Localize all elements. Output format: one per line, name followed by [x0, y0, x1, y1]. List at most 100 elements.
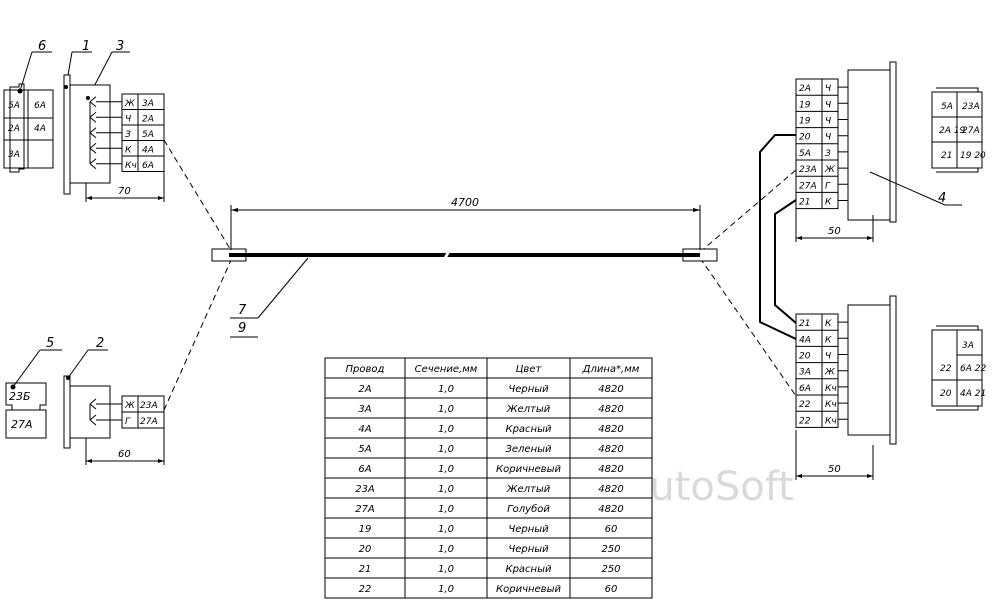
table-cell: Голубой: [507, 503, 550, 515]
block_right_top-wire: 20: [799, 133, 811, 143]
callout-3: 3: [116, 39, 124, 54]
plug5-27A: 27А: [11, 418, 33, 431]
block_right_top-color: Ч: [825, 100, 831, 110]
socket-rb-22: 22: [940, 364, 952, 374]
block_right_top-color: Ч: [825, 117, 831, 127]
socket-rt-23A: 23А: [962, 102, 980, 112]
block3-wire: 6А: [142, 161, 154, 171]
block2-color: Г: [125, 417, 131, 427]
table-cell: 22: [359, 584, 372, 595]
block_right_top-wire: 5А: [799, 149, 811, 159]
table-cell: Зеленый: [505, 444, 552, 455]
block_right_bottom-wire: 22: [799, 400, 811, 410]
socket-rt-2A19: 2А 19: [939, 126, 965, 136]
callout-1: 1: [82, 39, 90, 54]
table-cell: 250: [601, 564, 620, 575]
table-header: Длина*,мм: [582, 364, 640, 375]
block_right_top-wire: 19: [799, 117, 811, 127]
block3-wire: 2А: [142, 114, 154, 124]
table-cell: 27А: [355, 504, 375, 515]
table-header: Сечение,мм: [415, 364, 478, 375]
table-header: Цвет: [516, 364, 543, 375]
block_right_top-color: Ж: [824, 165, 835, 175]
terminal-mark: [89, 96, 97, 108]
block_right_bottom-wire: 3А: [799, 368, 811, 378]
table-cell: Черный: [508, 524, 549, 535]
socket-right-top: 5А 23А 2А 19 27А 21 19 20: [931, 87, 986, 173]
block_right_bottom-wire: 6А: [799, 384, 811, 394]
terminal-mark: [89, 158, 97, 170]
table-cell: Желтый: [506, 404, 551, 415]
cable: 4700 7 9: [163, 139, 797, 411]
table-cell: 1,0: [438, 464, 454, 475]
table-cell: Коричневый: [496, 464, 561, 475]
table-cell: 4820: [598, 384, 623, 395]
table-cell: 1,0: [438, 584, 454, 595]
table-cell: 21: [359, 564, 372, 575]
table-cell: Черный: [508, 544, 549, 555]
plug6-4A: 4A: [34, 124, 46, 134]
table-cell: 1,0: [438, 524, 454, 535]
callout-2: 2: [96, 336, 104, 351]
block_right_bottom-wire: 21: [799, 319, 810, 329]
plug-5: 23Б 27А: [5, 382, 47, 439]
block_right_top-wire: 2А: [799, 84, 811, 94]
table-cell: Коричневый: [496, 584, 561, 595]
table-cell: 23А: [355, 484, 375, 495]
block3-color: К: [125, 145, 132, 155]
block_right_bottom-color: Кч: [825, 400, 837, 410]
table-cell: 60: [605, 524, 618, 535]
block_right_bottom-wire: 22: [799, 416, 811, 426]
terminal-mark: [89, 414, 97, 426]
table-cell: 1,0: [438, 504, 454, 515]
socket-rt-5A: 5А: [941, 102, 953, 112]
socket-right-bottom: 3А 22 6А 22 20 4А 21: [931, 325, 986, 411]
table-cell: Желтый: [506, 484, 551, 495]
terminal-mark: [89, 142, 97, 154]
table-cell: Черный: [508, 384, 549, 395]
block3-color: Ж: [124, 99, 135, 109]
terminal-mark: [89, 398, 97, 410]
block_right_bottom-color: К: [825, 335, 832, 345]
block_right_top-color: З: [825, 149, 831, 159]
block2-wire: 27А: [140, 417, 158, 427]
table-cell: 5А: [358, 444, 371, 455]
dim-left-top: 70: [118, 186, 131, 197]
socket-rt-21: 21: [941, 151, 952, 161]
block_right_bottom-frame: [795, 313, 839, 428]
block3-color: З: [125, 130, 131, 140]
callouts-left-bottom: 5 2: [12, 336, 108, 388]
table-cell: 1,0: [438, 484, 454, 495]
plug6-6A: 6A: [34, 101, 46, 111]
table-cell: 4820: [598, 504, 623, 515]
table-cell: 1,0: [438, 564, 454, 575]
terminal-mark: [89, 127, 97, 139]
jumper-wires: [759, 134, 797, 340]
block_right_bottom-wire: 20: [799, 352, 811, 362]
block3-wire: 4А: [142, 145, 154, 155]
table-cell: 1,0: [438, 544, 454, 555]
table-cell: 3А: [358, 404, 371, 415]
table-cell: 1,0: [438, 424, 454, 435]
connector-right-top: 4 50: [795, 61, 962, 242]
table-cell: 250: [601, 544, 620, 555]
block_right_top-wire: 21: [799, 198, 810, 208]
block_right_bottom-wire: 4А: [799, 335, 811, 345]
block_right_top-color: К: [825, 198, 832, 208]
table-cell: Красный: [505, 424, 552, 435]
terminal-mark: [89, 111, 97, 123]
dim-right-bottom: 50: [828, 464, 841, 475]
connector-right-bottom: 50: [795, 295, 897, 480]
callout-9: 9: [238, 321, 246, 336]
table-cell: 60: [605, 584, 618, 595]
block3-color: Кч: [125, 161, 137, 171]
block_right_top-wire: 19: [799, 100, 811, 110]
socket-rb-3A: 3А: [962, 341, 974, 351]
callout-6: 6: [38, 39, 46, 54]
dim-left-bottom: 60: [118, 449, 131, 460]
table-cell: 1,0: [438, 404, 454, 415]
